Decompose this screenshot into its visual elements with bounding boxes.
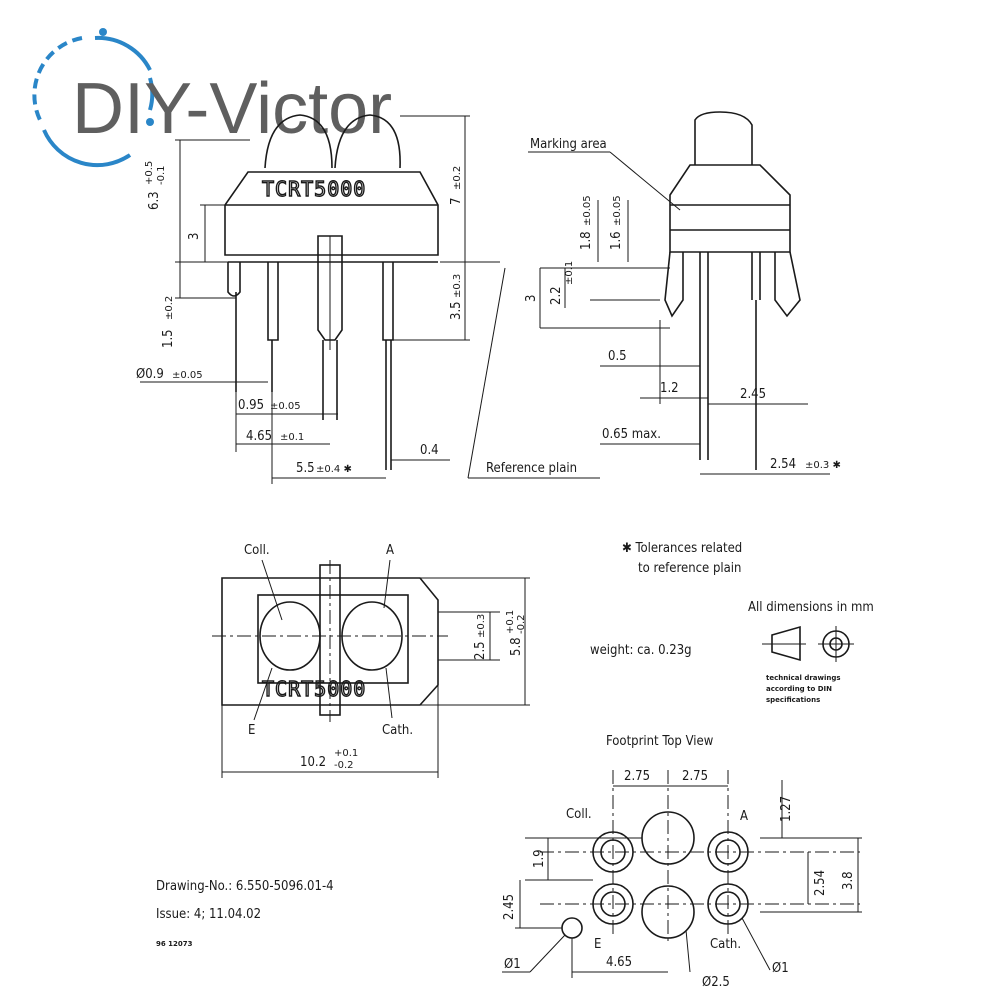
dim-width-tol-bot: -0.2 xyxy=(516,614,527,634)
end-view: Marking area 1.8 ±0.05 1.6 ±0.05 2.2 ±0.… xyxy=(524,111,841,475)
footprint-view: Footprint Top View 2.75 2.75 Coll. A E C… xyxy=(502,734,862,990)
fp-dim-hole-small: Ø1 xyxy=(504,957,521,972)
dim-height-total-tol-top: +0.5 xyxy=(144,161,155,185)
note-tolerance-2: to reference plain xyxy=(638,561,741,576)
dim-offset: 0.4 xyxy=(420,443,439,458)
dim-length: 10.2 xyxy=(300,755,326,770)
dim-d8: 0.65 max. xyxy=(602,427,661,442)
notes: ✱ Tolerances related to reference plain … xyxy=(590,541,874,704)
dim-d7: 2.45 xyxy=(740,387,766,402)
note-din-3: specifications xyxy=(766,696,820,704)
dim-pin-dia: Ø0.9 xyxy=(136,367,164,382)
dim-pin-w: 0.95 xyxy=(238,398,264,413)
dim-width-tol-top: +0.1 xyxy=(505,610,516,634)
fp-dim-hole-pin: Ø1 xyxy=(772,961,789,976)
fp-dim-pitch-v: 2.54 xyxy=(813,870,828,896)
fp-dim-left-v: 2.45 xyxy=(502,894,517,920)
side-marking: TCRT5000 xyxy=(262,177,366,201)
footprint-title: Footprint Top View xyxy=(606,734,714,749)
dim-pin-dia-tol: ±0.05 xyxy=(172,370,203,381)
note-din-2: according to DIN xyxy=(766,685,832,693)
dim-d4: 3 xyxy=(524,295,539,302)
dim-d6: 1.2 xyxy=(660,381,679,396)
drawing-ref: 96 12073 xyxy=(156,940,193,948)
note-weight: weight: ca. 0.23g xyxy=(590,643,692,658)
marking-area-label: Marking area xyxy=(530,137,607,152)
dim-d9-tol: ±0.3 ✱ xyxy=(805,460,841,471)
dim-d1: 1.8 xyxy=(579,231,594,250)
fp-label-a: A xyxy=(740,809,748,824)
fp-label-coll: Coll. xyxy=(566,807,592,822)
dim-pin-len-tol: ±0.2 xyxy=(164,296,175,320)
dim-total-h: 7 xyxy=(449,198,464,205)
dim-height-total-tol-bot: -0.1 xyxy=(156,165,167,185)
watermark-logo xyxy=(32,28,155,168)
top-marking: TCRT5000 xyxy=(262,677,366,701)
fp-label-cath: Cath. xyxy=(710,937,741,952)
dim-d2-tol: ±0.05 xyxy=(612,195,623,226)
drawing-issue: Issue: 4; 11.04.02 xyxy=(156,907,261,922)
dim-pin-w-tol: ±0.05 xyxy=(270,401,301,412)
dim-span: 5.5 xyxy=(296,461,315,476)
dim-pitch-tol: ±0.1 xyxy=(280,432,304,443)
fp-dim-hole-big: Ø2.5 xyxy=(702,975,730,990)
dim-span-tol: ±0.4 ✱ xyxy=(316,464,352,475)
drawing-info: Drawing-No.: 6.550-5096.01-4 Issue: 4; 1… xyxy=(156,879,334,948)
dim-inner: 2.5 xyxy=(473,641,488,660)
fp-dim-top-offset: 1.27 xyxy=(779,796,794,822)
fp-dim-bottom-h: 4.65 xyxy=(606,955,632,970)
fp-dim-left-spacing: 2.75 xyxy=(624,769,650,784)
top-label-coll: Coll. xyxy=(244,543,270,558)
dim-pitch: 4.65 xyxy=(246,429,272,444)
reference-label: Reference plain xyxy=(486,461,577,476)
drawing-number: Drawing-No.: 6.550-5096.01-4 xyxy=(156,879,334,894)
top-label-cath: Cath. xyxy=(382,723,413,738)
note-tolerance-1: ✱ Tolerances related xyxy=(622,541,742,556)
fp-label-e: E xyxy=(594,937,601,952)
dim-pin-len: 1.5 xyxy=(161,329,176,348)
fp-dim-right-spacing: 2.75 xyxy=(682,769,708,784)
dim-stand: 3.5 xyxy=(449,301,464,320)
dim-body-h: 3 xyxy=(187,233,202,240)
dim-total-h-tol: ±0.2 xyxy=(452,166,463,190)
fp-dim-row-offset: 1.9 xyxy=(532,849,547,868)
dim-stand-tol: ±0.3 xyxy=(452,274,463,298)
dim-length-tol-bot: -0.2 xyxy=(334,760,354,771)
fp-dim-overall-v: 3.8 xyxy=(841,871,856,890)
dim-d5: 0.5 xyxy=(608,349,627,364)
top-label-a: A xyxy=(386,543,394,558)
top-label-e: E xyxy=(248,723,255,738)
din-projection-icon xyxy=(762,625,854,662)
dim-length-tol-top: +0.1 xyxy=(334,748,358,759)
note-units: All dimensions in mm xyxy=(748,600,874,615)
dim-inner-tol: ±0.3 xyxy=(476,614,487,638)
dim-d1-tol: ±0.05 xyxy=(582,195,593,226)
dim-d2: 1.6 xyxy=(609,231,624,250)
side-view: TCRT5000 Reference plain 6.3 +0.5 -0.1 3… xyxy=(136,114,600,484)
dim-d3: 2.2 xyxy=(549,286,564,305)
top-view: TCRT5000 Coll. A E Cath. 2.5 ±0.3 5.8 +0… xyxy=(212,543,530,778)
dim-d9: 2.54 xyxy=(770,457,796,472)
dim-width: 5.8 xyxy=(509,637,524,656)
watermark-text: DIY-Victor xyxy=(72,69,392,149)
dim-height-total: 6.3 xyxy=(147,191,162,210)
note-din-1: technical drawings xyxy=(766,674,841,682)
dim-d3-tol: ±0.1 xyxy=(564,261,575,285)
